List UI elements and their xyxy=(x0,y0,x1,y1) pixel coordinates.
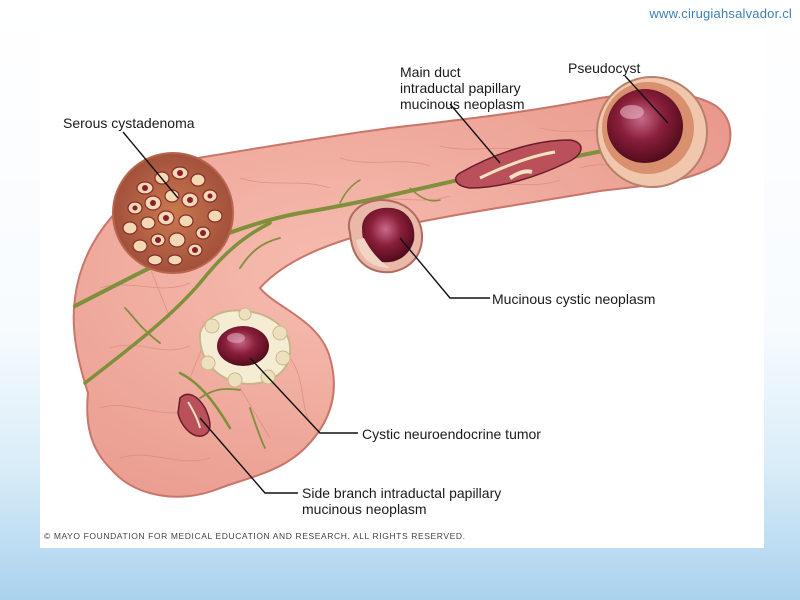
label-main-duct-ipmn: Main duct intraductal papillary mucinous… xyxy=(400,64,525,112)
leader-lines xyxy=(122,75,669,494)
website-url: www.cirugiahsalvador.cl xyxy=(649,6,792,21)
label-main-duct-line2: intraductal papillary xyxy=(400,80,521,96)
label-main-duct-line3: mucinous neoplasm xyxy=(400,96,525,112)
label-side-branch-ipmn: Side branch intraductal papillary mucino… xyxy=(302,485,501,517)
diagram-panel: Serous cystadenoma Main duct intraductal… xyxy=(40,28,764,548)
mucinous-cystic-neoplasm-lesion xyxy=(347,198,424,274)
pseudocyst-lesion xyxy=(596,76,708,188)
pancreas-body xyxy=(72,91,732,498)
label-pseudocyst: Pseudocyst xyxy=(568,60,641,76)
label-side-branch-line1: Side branch intraductal papillary xyxy=(302,485,502,501)
label-serous-cystadenoma: Serous cystadenoma xyxy=(63,115,195,131)
label-main-duct-line1: Main duct xyxy=(400,64,461,80)
pancreas-illustration xyxy=(72,75,732,498)
copyright-notice: © MAYO FOUNDATION FOR MEDICAL EDUCATION … xyxy=(44,531,466,541)
serous-cystadenoma-lesion xyxy=(112,152,234,274)
main-duct-ipmn-lesion xyxy=(454,139,582,189)
label-mucinous-cystic-neoplasm: Mucinous cystic neoplasm xyxy=(492,291,656,307)
label-cystic-neuroendocrine-tumor: Cystic neuroendocrine tumor xyxy=(362,426,541,442)
label-side-branch-line2: mucinous neoplasm xyxy=(302,501,427,517)
